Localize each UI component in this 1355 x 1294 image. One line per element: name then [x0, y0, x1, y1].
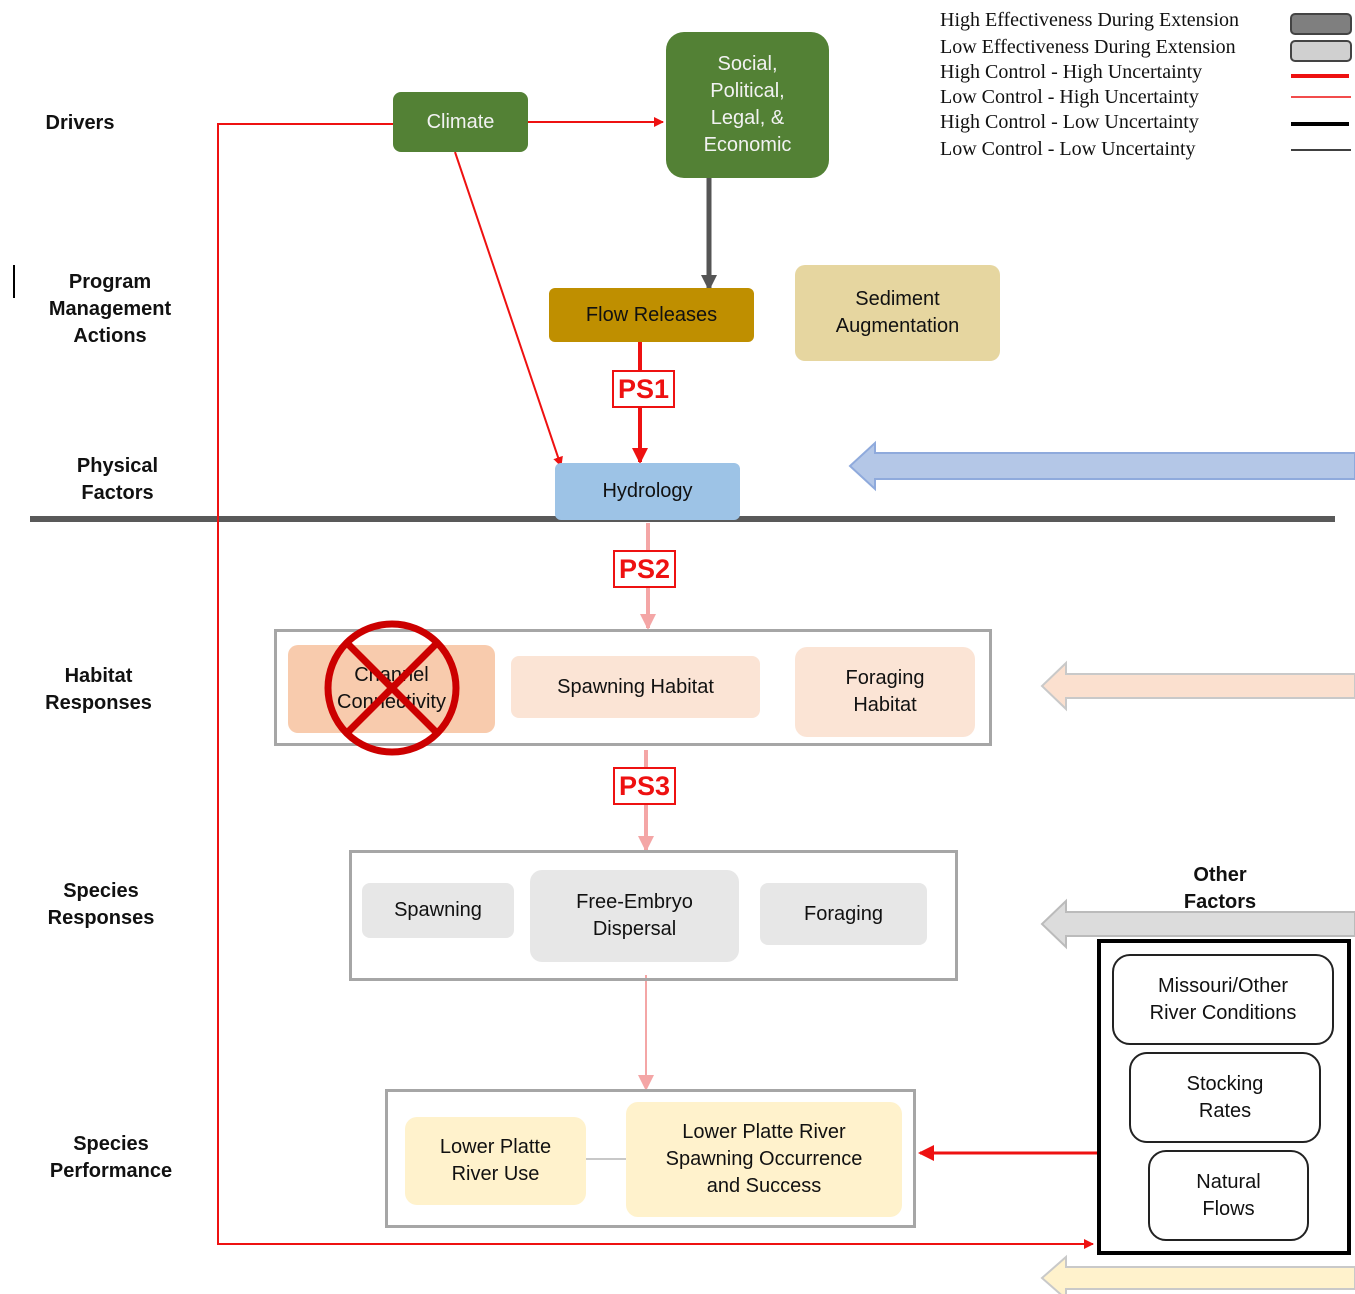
legend-label-low-effectiveness: Low Effectiveness During Extension: [940, 36, 1236, 58]
other-factors-title: Other Factors: [1183, 864, 1257, 913]
text-cursor: [13, 265, 15, 298]
social-political-node[interactable]: Social, Political, Legal, & Economic: [666, 32, 829, 178]
side-arrow-physical: [848, 440, 1355, 492]
habitat-frame: [274, 629, 992, 746]
climate-node[interactable]: Climate: [393, 92, 528, 152]
foraging-habitat-node[interactable]: Foraging Habitat: [795, 647, 975, 737]
level-label-management: Program Management Actions: [48, 271, 172, 347]
ps2-label: PS2: [613, 550, 677, 588]
legend-label-high-control-low-uncertainty: High Control - Low Uncertainty: [940, 111, 1199, 133]
level-label-species-responses: Species Responses: [47, 880, 155, 929]
spawning-habitat-node[interactable]: Spawning Habitat: [511, 656, 760, 718]
level-label-habitat: Habitat Responses: [45, 665, 152, 714]
flow-releases-node[interactable]: Flow Releases: [549, 288, 754, 342]
legend-label-high-control-high-uncertainty: High Control - High Uncertainty: [940, 61, 1203, 83]
spawning-node[interactable]: Spawning: [362, 883, 514, 938]
legend-box-dark: [1290, 13, 1352, 35]
ps1-label: PS1: [612, 370, 676, 408]
spawning-success-node[interactable]: Lower Platte River Spawning Occurrence a…: [626, 1102, 902, 1217]
climate-to-other-factors-line: [217, 123, 1094, 1249]
level-label-physical: Physical Factors: [76, 455, 159, 504]
stocking-rates-node[interactable]: Stocking Rates: [1129, 1052, 1321, 1143]
foraging-node[interactable]: Foraging: [760, 883, 927, 945]
sediment-augmentation-node[interactable]: Sediment Augmentation: [795, 265, 1000, 361]
crossed-out-circle-icon: [324, 620, 460, 756]
side-arrow-species: [1040, 898, 1355, 950]
ps3-label: PS3: [613, 767, 677, 805]
natural-flows-node[interactable]: Natural Flows: [1148, 1150, 1309, 1241]
climate-to-hydrology-arrow: [454, 151, 563, 467]
river-use-node[interactable]: Lower Platte River Use: [405, 1117, 586, 1205]
side-arrow-habitat: [1040, 660, 1355, 712]
missouri-river-conditions-node[interactable]: Missouri/Other River Conditions: [1112, 954, 1334, 1045]
level-label-species-performance: Species Performance: [49, 1133, 173, 1182]
legend-label-high-effectiveness: High Effectiveness During Extension: [940, 9, 1240, 31]
legend-box-light: [1290, 40, 1352, 62]
hydrology-node[interactable]: Hydrology: [555, 463, 740, 520]
side-arrow-performance: [1040, 1254, 1355, 1294]
species-performance-frame: [385, 1089, 916, 1228]
legend-label-low-control-low-uncertainty: Low Control - Low Uncertainty: [940, 138, 1196, 160]
species-responses-frame: [349, 850, 958, 981]
legend-label-low-control-high-uncertainty: Low Control - High Uncertainty: [940, 86, 1199, 108]
level-label-drivers: Drivers: [45, 112, 115, 134]
free-embryo-dispersal-node[interactable]: Free-Embryo Dispersal: [530, 870, 739, 962]
